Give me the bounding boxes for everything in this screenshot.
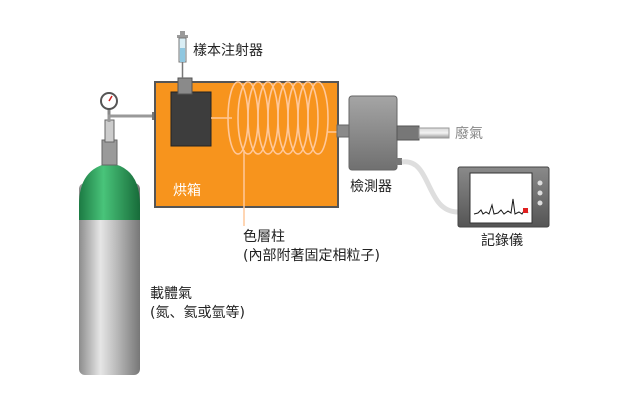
exhaust-pipe [418, 127, 450, 139]
detector [348, 95, 398, 171]
cylinder-valve-top [104, 119, 115, 143]
injector-port [177, 77, 193, 95]
detector-exhaust-collar [396, 125, 420, 141]
syringe-icon [177, 31, 188, 78]
recorder-knob-1 [537, 180, 543, 186]
recorder-label: 記錄儀 [481, 233, 523, 249]
cylinder-cap [79, 163, 140, 220]
recorder-knob-3 [537, 200, 543, 206]
waste-label: 廢氣 [455, 126, 483, 142]
chart-trace-icon [473, 198, 529, 215]
signal-cable [401, 159, 459, 215]
cylinder-valve [101, 139, 118, 166]
column-label-line1: 色層柱 [243, 229, 285, 245]
recorder-screen [469, 172, 533, 224]
gas-cylinder [79, 119, 140, 375]
carrier-gas-line [107, 114, 160, 122]
carrier-gas-label-line1: 載體氣 [150, 286, 192, 302]
oven-label: 烘箱 [173, 183, 201, 199]
carrier-gas-label-line2: (氮、氦或氫等) [150, 305, 245, 321]
syringe-label: 樣本注射器 [193, 43, 263, 59]
detector-label: 檢測器 [350, 179, 392, 195]
peak-marker [523, 208, 528, 213]
recorder-knob-2 [537, 190, 543, 196]
injector-block [170, 91, 212, 147]
column-label-line2: (內部附著固定相粒子) [243, 248, 380, 264]
detector-signal-port [396, 158, 402, 165]
cylinder-body [79, 183, 140, 375]
